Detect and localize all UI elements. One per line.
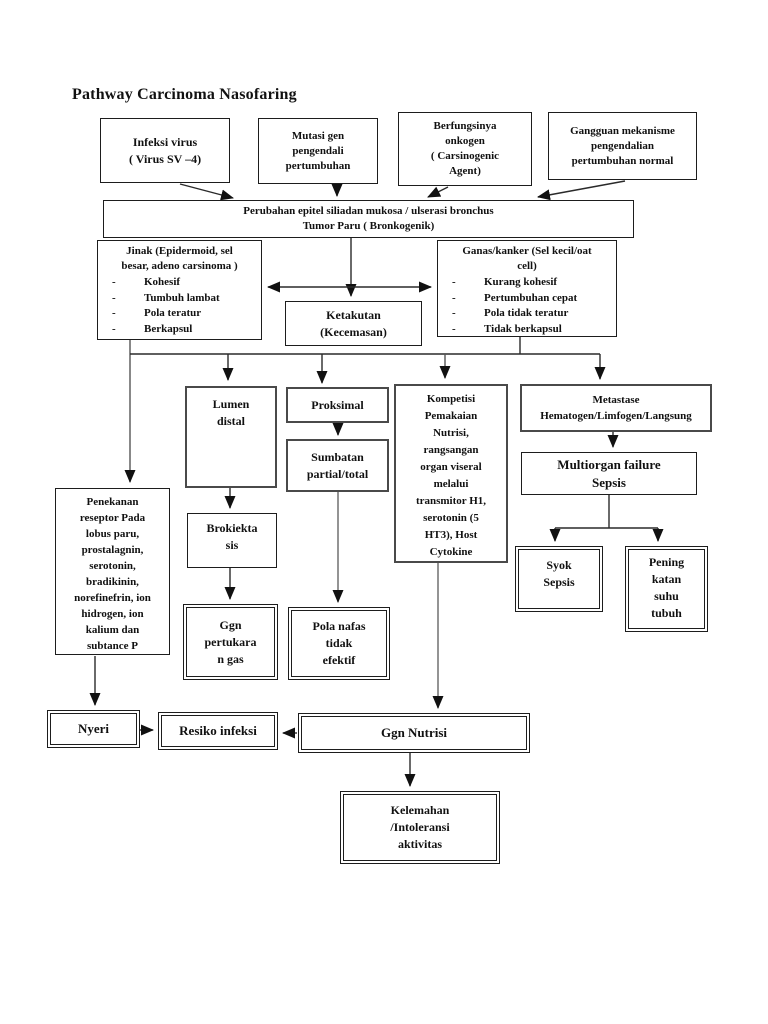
bullet-dash: - <box>112 322 116 335</box>
list-item: - Pertumbuhan cepat <box>444 291 610 307</box>
page-title: Pathway Carcinoma Nasofaring <box>72 86 297 103</box>
box-multiorgan-failure: Multiorgan failure Sepsis <box>521 452 697 495</box>
bullet-dash: - <box>452 291 456 304</box>
jinak-item: Tumbuh lambat <box>144 291 220 304</box>
box-resiko-infeksi: Resiko infeksi <box>158 712 278 750</box>
box-infeksi-virus: Infeksi virus ( Virus SV –4) <box>100 118 230 183</box>
bullet-dash: - <box>452 322 456 335</box>
box-pola-nafas: Pola nafas tidak efektif <box>288 607 390 680</box>
box-mutasi-gen: Mutasi gen pengendali pertumbuhan <box>258 118 378 184</box>
box-metastase: Metastase Hematogen/Limfogen/Langsung <box>520 384 712 432</box>
ganas-item: Tidak berkapsul <box>484 322 562 335</box>
jinak-heading: Jinak (Epidermoid, sel besar, adeno cars… <box>121 245 238 272</box>
ganas-item: Pertumbuhan cepat <box>484 291 578 304</box>
ganas-item: Pola tidak teratur <box>484 307 569 319</box>
box-sumbatan: Sumbatan partial/total <box>286 439 389 492</box>
list-item: - Tidak berkapsul <box>444 322 610 338</box>
list-item: - Pola teratur <box>104 306 255 322</box>
bullet-dash: - <box>112 276 116 288</box>
jinak-item: Berkapsul <box>144 322 193 335</box>
ganas-item: Kurang kohesif <box>484 276 558 288</box>
box-ketakutan: Ketakutan (Kecemasan) <box>285 301 422 346</box>
box-kelemahan-intoleransi: Kelemahan /Intoleransi aktivitas <box>340 791 500 864</box>
box-perubahan-epitel: Perubahan epitel siliadan mukosa / ulser… <box>103 200 634 238</box>
bullet-dash: - <box>112 307 116 319</box>
box-jinak: Jinak (Epidermoid, sel besar, adeno cars… <box>97 240 262 340</box>
list-item: - Tumbuh lambat <box>104 291 255 307</box>
bullet-dash: - <box>452 307 456 319</box>
box-ggn-pertukaran-gas: Ggn pertukara n gas <box>183 604 278 680</box>
box-nyeri: Nyeri <box>47 710 140 748</box>
bullet-dash: - <box>112 291 116 304</box>
ganas-heading: Ganas/kanker (Sel kecil/oat cell) <box>462 245 592 272</box>
jinak-item: Kohesif <box>144 276 181 288</box>
jinak-item: Pola teratur <box>144 307 202 319</box>
bullet-dash: - <box>452 276 456 288</box>
box-brokiektasis: Brokiekta sis <box>187 513 277 568</box>
box-ggn-nutrisi: Ggn Nutrisi <box>298 713 530 753</box>
box-syok-sepsis: Syok Sepsis <box>515 546 603 612</box>
list-item: - Pola tidak teratur <box>444 306 610 322</box>
list-item: - Berkapsul <box>104 322 255 338</box>
box-ganas: Ganas/kanker (Sel kecil/oat cell) - Kuran… <box>437 240 617 337</box>
box-gangguan-mekanisme: Gangguan mekanisme pengendalian pertumbu… <box>548 112 697 180</box>
box-berfungsinya-onkogen: Berfungsinya onkogen ( Carsinogenic Agen… <box>398 112 532 186</box>
list-item: - Kohesif <box>104 275 255 291</box>
list-item: - Kurang kohesif <box>444 275 610 291</box>
box-kompetisi-nutrisi: Kompetisi Pemakaian Nutrisi, rangsangan … <box>394 384 508 563</box>
box-penekanan-reseptor: Penekanan reseptor Pada lobus paru, pros… <box>55 488 170 655</box>
box-proksimal: Proksimal <box>286 387 389 423</box>
box-lumen-distal: Lumen distal <box>185 386 277 488</box>
box-peningkatan-suhu: Pening katan suhu tubuh <box>625 546 708 632</box>
